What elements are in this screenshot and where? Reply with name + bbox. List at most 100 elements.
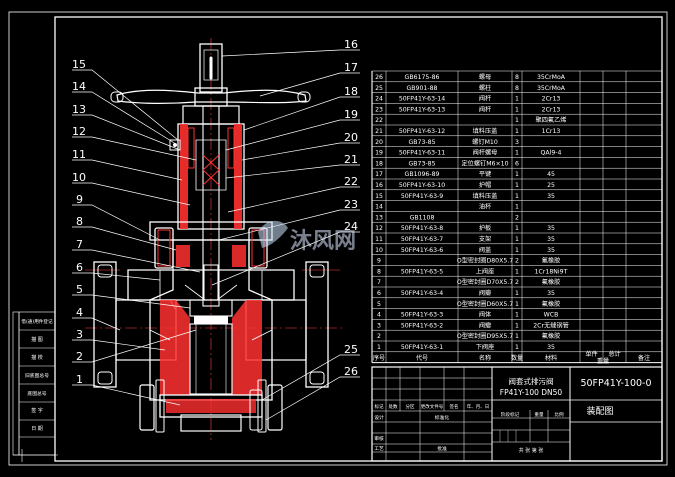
- bom-row-number: 14: [375, 204, 383, 211]
- callout-number: 1: [76, 373, 83, 386]
- sheet-label: 共 张 第 张: [519, 447, 544, 454]
- callout-number: 9: [76, 193, 83, 206]
- bom-row-qty: 2: [515, 214, 519, 221]
- bom-row-name: 螺柱: [479, 84, 491, 92]
- callout-number: 14: [72, 80, 86, 93]
- stage-label: 比例: [554, 411, 564, 418]
- watermark-text: 沐风网: [290, 229, 356, 254]
- bom-row-name: 阀杆: [479, 105, 491, 113]
- bom-row-number: 4: [377, 312, 381, 319]
- bom-row-qty: 1: [515, 225, 519, 232]
- callouts-left: 15 14 13 12 11 10 9 8 7 6 5 4 3 2 1: [72, 58, 86, 386]
- bom-row-material: 氟橡胶: [542, 300, 561, 308]
- bom-row-number: 7: [377, 279, 381, 286]
- bom-row-number: 18: [375, 160, 383, 167]
- bom-row-qty: 1: [515, 182, 519, 189]
- callout-number: 18: [344, 85, 358, 98]
- bom-row-number: 25: [375, 85, 383, 92]
- role-label: 设计: [374, 414, 384, 421]
- bom-row-name: 下阀座: [476, 343, 495, 351]
- drawing-number: 50FP41Y-100-0: [580, 378, 651, 389]
- bom-row-code: 50FP41Y-63-1: [401, 344, 443, 351]
- bom-row-qty: 8: [515, 85, 519, 92]
- bom-row-qty: 1: [515, 333, 519, 340]
- bom-row-material: 2Cr13: [542, 96, 561, 103]
- bom-row-material: 氟橡胶: [542, 257, 561, 265]
- bom-row-number: 19: [375, 150, 383, 157]
- callout-number: 24: [344, 220, 358, 233]
- bom-row-name: 阀瓣: [479, 289, 491, 297]
- bom-row-qty: 1: [515, 268, 519, 275]
- rev-label: 分区: [406, 403, 415, 410]
- bom-row-number: 1: [377, 344, 381, 351]
- bom-row-number: 23: [375, 106, 383, 113]
- bom-row-code: 50FP41Y-63-2: [401, 322, 443, 329]
- bom-row-name: 填料压盖: [473, 127, 498, 135]
- bom-row-number: 3: [377, 322, 381, 329]
- drawing-subtitle: FP41Y-100 DN50: [500, 388, 563, 397]
- bom-row-qty: 1: [515, 322, 519, 329]
- callout-number: 19: [344, 108, 358, 121]
- stage-label: 阶段标记: [501, 411, 520, 418]
- leader-lines-right: [211, 49, 360, 421]
- bom-row-number: 2: [377, 333, 381, 340]
- bom-row-qty: 1: [515, 290, 519, 297]
- bom-row-qty: 8: [515, 74, 519, 81]
- bom-row-number: 26: [375, 74, 383, 81]
- bom-row-number: 9: [377, 258, 381, 265]
- bom-row-name: 护帽: [479, 181, 491, 189]
- callout-number: 11: [72, 148, 86, 161]
- rev-label: 年、月、日: [467, 403, 490, 410]
- bom-row-name: O型密封圈D70X5.7: [457, 278, 513, 286]
- bom-header-cell: 序号: [373, 354, 385, 362]
- callout-number: 2: [76, 350, 83, 363]
- callout-number: 15: [72, 58, 86, 71]
- bom-row-name: 填料压盖: [473, 192, 498, 200]
- rev-label: 更改文件号: [421, 403, 444, 410]
- bom-row-code: 50FP41Y-63-9: [401, 193, 443, 200]
- stage-label: 重量: [534, 411, 544, 418]
- callout-number: 22: [344, 175, 358, 188]
- bom-row-number: 6: [377, 290, 381, 297]
- bom-row-material: 氟橡胶: [542, 278, 561, 286]
- bom-row-number: 12: [375, 225, 383, 232]
- callout-number: 3: [76, 328, 83, 341]
- callout-number: 4: [76, 306, 83, 319]
- bom-row-name: 阀盖: [479, 246, 491, 254]
- callout-number: 20: [344, 131, 358, 144]
- bom-row-code: 50FP41Y-63-6: [401, 247, 443, 254]
- bom-row-material: 35CrMoA: [537, 74, 566, 81]
- callout-number: 26: [344, 365, 358, 378]
- bom-row-number: 5: [377, 301, 381, 308]
- bom-row-code: 50FP41Y-63-3: [401, 312, 443, 319]
- bom-row-material: 1Cr13: [542, 128, 561, 135]
- bom-row-qty: 1: [515, 236, 519, 243]
- callout-number: 21: [344, 153, 358, 166]
- bom-header-cell: 代号: [416, 354, 428, 362]
- bom-row-code: 50FP41Y-63-13: [399, 106, 445, 113]
- bom-row-material: 2Cr13: [542, 106, 561, 113]
- bom-row-material: 35: [547, 236, 555, 243]
- bom-row-number: 17: [375, 171, 383, 178]
- bom-row-qty: 2: [515, 258, 519, 265]
- bom-row-qty: 1: [515, 150, 519, 157]
- rev-label: 签名: [450, 403, 459, 410]
- bom-row-number: 21: [375, 128, 383, 135]
- bom-row-qty: 1: [515, 128, 519, 135]
- bom-row-qty: 1: [515, 96, 519, 103]
- bom-row-number: 16: [375, 182, 383, 189]
- role-label: 批准: [437, 445, 447, 452]
- bom-row-material: 1Cr18Ni9T: [535, 268, 568, 275]
- bom-row-name: 螺钉M10: [472, 138, 498, 146]
- bom-row-code: 50FP41Y-63-12: [399, 128, 445, 135]
- bom-row-number: 10: [375, 247, 383, 254]
- bom-row-material: 35: [547, 225, 555, 232]
- side-label: 描 图: [31, 336, 43, 343]
- callout-number: 6: [76, 261, 83, 274]
- bom-row-code: 50FP41Y-63-7: [401, 236, 443, 243]
- bom-row-code: 50FP41Y-63-4: [401, 290, 443, 297]
- bom-row-code: 50FP41Y-63-11: [399, 150, 445, 157]
- bom-row-material: WCB: [544, 312, 559, 319]
- bom-row-material: QAl9-4: [541, 150, 562, 157]
